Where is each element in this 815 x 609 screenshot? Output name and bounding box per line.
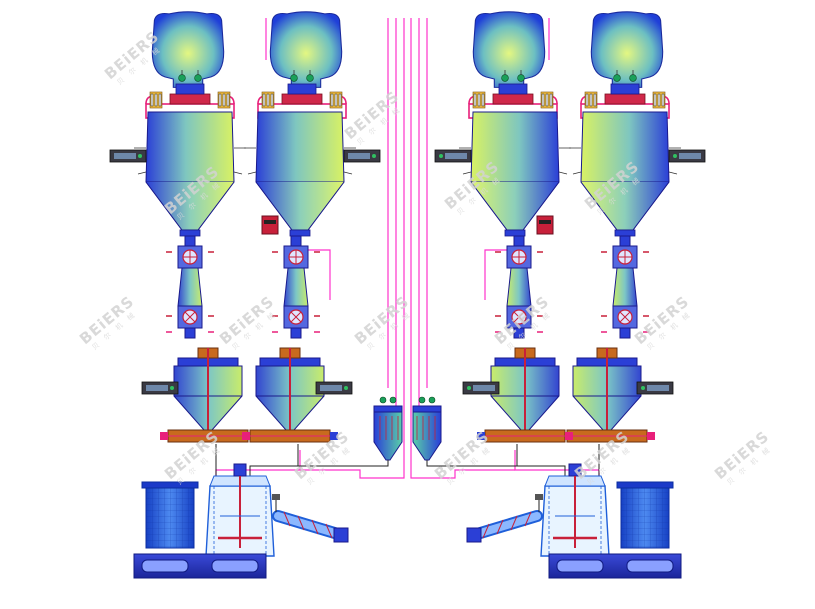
left-silo-2: [243, 111, 357, 237]
left-mixer: [204, 462, 276, 558]
right-control-box-4: [462, 381, 500, 395]
right-weigh-hopper-2: [476, 347, 574, 443]
left-silo-1: [133, 111, 247, 237]
left-transfer-column-1: [165, 235, 215, 339]
left-feed-lines: [215, 444, 389, 476]
left-bulk-bag-2: [269, 11, 343, 88]
watermark: BEiERS 贝 尔 机 械: [76, 292, 138, 351]
left-control-box-1: [109, 149, 147, 163]
left-weigh-hopper-1: [159, 347, 257, 443]
left-feeder-valve: [261, 215, 279, 235]
left-bulk-bag-1: [151, 11, 225, 88]
right-cooler: [467, 494, 543, 542]
left-system: [109, 11, 405, 579]
right-control-box-1: [668, 149, 706, 163]
right-feed-lines: [426, 444, 600, 476]
right-dust-collector: [412, 396, 442, 461]
right-machine-base: [548, 553, 682, 579]
left-dust-collector: [373, 396, 403, 461]
right-weigh-hopper-1: [558, 347, 656, 443]
watermark: BEiERS 贝 尔 机 械: [711, 427, 773, 486]
right-control-box-2: [434, 149, 472, 163]
right-motor-cabinet: [616, 481, 674, 549]
watermark: BEiERS 贝 尔 机 械: [631, 292, 693, 351]
left-cooler: [272, 494, 348, 542]
watermark: BEiERS 贝 尔 机 械: [341, 87, 403, 146]
left-motor-cabinet: [141, 481, 199, 549]
right-feeder-valve: [536, 215, 554, 235]
watermark: BEiERS 贝 尔 机 械: [351, 292, 413, 351]
right-bulk-bag-2: [472, 11, 546, 88]
right-transfer-column-1: [600, 235, 650, 339]
left-transfer-column-2: [271, 235, 321, 339]
right-bulk-bag-1: [590, 11, 664, 88]
left-weigh-hopper-2: [241, 347, 339, 443]
left-machine-base: [133, 553, 267, 579]
right-control-box-3: [636, 381, 674, 395]
left-control-box-4: [315, 381, 353, 395]
right-system: [410, 11, 706, 579]
watermark: BEiERS 贝 尔 机 械: [216, 292, 278, 351]
left-control-box-2: [343, 149, 381, 163]
left-control-box-3: [141, 381, 179, 395]
